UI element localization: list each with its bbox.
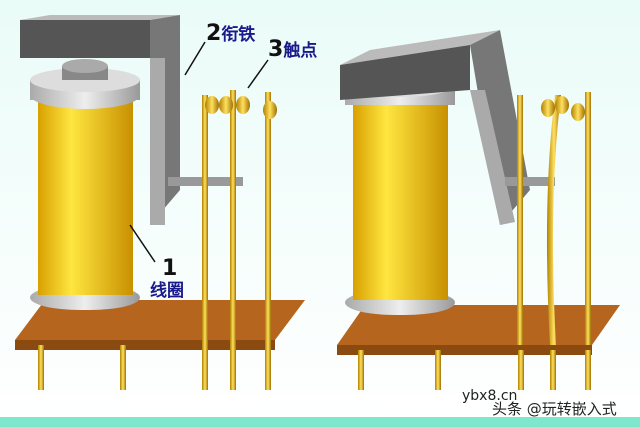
- relay-right-energized: [337, 30, 620, 390]
- coil: [38, 95, 133, 295]
- armature-label: 2衔铁: [206, 21, 256, 46]
- contacts: [202, 90, 277, 345]
- armature: [20, 15, 180, 20]
- watermark-site: ybx8.cn: [462, 388, 518, 404]
- watermark-source: 头条 @玩转嵌入式: [492, 400, 617, 418]
- pins: [38, 345, 271, 390]
- contact-label: 3触点: [268, 37, 318, 62]
- relay-left-unenergized: [15, 15, 305, 390]
